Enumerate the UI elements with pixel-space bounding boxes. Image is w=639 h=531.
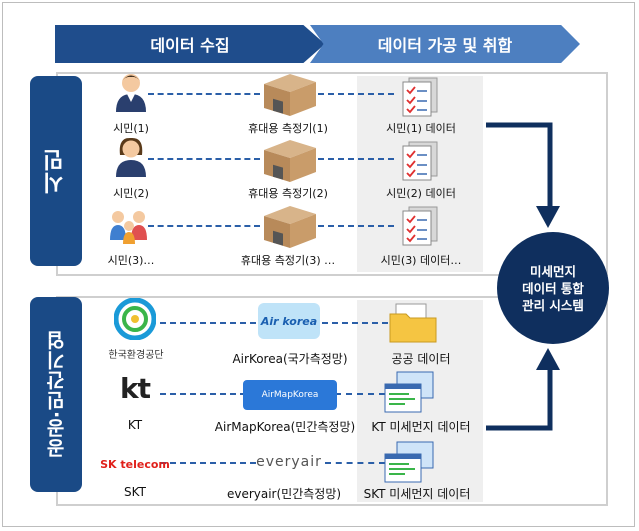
- code-window-icon: [384, 441, 434, 483]
- airkorea-logo: Air korea: [258, 303, 320, 339]
- dash-line: [318, 93, 394, 95]
- collect-label: 데이터 수집: [150, 36, 230, 55]
- dash-line: [322, 322, 388, 324]
- citizen-man-icon: [116, 74, 146, 112]
- system-line3: 관리 시스템: [522, 297, 584, 313]
- source-label: everyair(민간측정망): [226, 487, 342, 501]
- data-label: 시민(1) 데이터: [386, 122, 456, 135]
- dash-line: [335, 393, 385, 395]
- dash-line: [148, 225, 260, 227]
- code-window-icon: [384, 371, 434, 413]
- person-label: 시민(1): [113, 122, 149, 135]
- collect-banner: 데이터 수집: [55, 25, 325, 63]
- integrated-system-circle: 미세먼지 데이터 통합 관리 시스템: [497, 232, 609, 344]
- sk-telecom-logo: SK telecom: [100, 458, 170, 471]
- outer-frame: [2, 2, 635, 527]
- everyair-logo: everyair: [256, 454, 322, 470]
- source-label: AirKorea(국가측정망): [232, 352, 348, 366]
- data-label: KT 미세먼지 데이터: [371, 420, 471, 434]
- org-logo-text: 한국환경공단: [108, 350, 164, 361]
- airkorea-logo-text: Air korea: [260, 314, 318, 328]
- dash-line: [160, 393, 256, 395]
- device-label: 휴대용 측정기(3) …: [240, 254, 336, 267]
- org-label: KT: [127, 418, 143, 432]
- dash-line: [148, 158, 260, 160]
- data-label: 시민(3) 데이터…: [380, 254, 462, 267]
- document-checklist-icon: [402, 141, 438, 181]
- dash-line: [160, 462, 256, 464]
- airmapkorea-logo-text: AirMapKorea: [261, 390, 319, 400]
- data-label: 공공 데이터: [391, 352, 451, 366]
- data-label: 시민(2) 데이터: [386, 187, 456, 200]
- document-checklist-icon: [402, 77, 438, 117]
- public-side-label: 공공·민간기업: [30, 297, 82, 492]
- citizen-side-label: 시민: [30, 76, 82, 266]
- person-label: 시민(3)…: [107, 254, 155, 267]
- public-label: 공공·민간기업: [45, 330, 68, 459]
- folder-icon: [389, 303, 437, 343]
- portable-sensor-icon: [264, 206, 316, 248]
- system-line1: 미세먼지: [529, 263, 576, 279]
- citizen-label: 시민: [43, 148, 68, 194]
- dash-line: [160, 322, 256, 324]
- dash-line: [325, 462, 385, 464]
- person-label: 시민(2): [113, 187, 149, 200]
- process-banner: 데이터 가공 및 취합: [310, 25, 580, 63]
- data-label: SKT 미세먼지 데이터: [363, 487, 471, 501]
- org-label: SKT: [124, 485, 146, 499]
- airmapkorea-logo: AirMapKorea: [243, 380, 337, 410]
- document-checklist-icon: [402, 206, 438, 246]
- dash-line: [318, 225, 394, 227]
- system-line2: 데이터 통합: [522, 280, 584, 296]
- portable-sensor-icon: [264, 140, 316, 182]
- korea-env-corp-logo-icon: [114, 298, 156, 340]
- citizen-woman-icon: [116, 137, 146, 177]
- flow-arrows: [486, 122, 560, 431]
- device-label: 휴대용 측정기(1): [248, 122, 328, 135]
- citizen-panel: [56, 72, 608, 276]
- dash-line: [318, 158, 394, 160]
- process-label: 데이터 가공 및 취합: [377, 36, 513, 55]
- family-icon: [110, 211, 147, 244]
- device-label: 휴대용 측정기(2): [248, 187, 328, 200]
- kt-logo: kt: [119, 372, 151, 405]
- source-label: AirMapKorea(민간측정망): [214, 420, 356, 434]
- portable-sensor-icon: [264, 74, 316, 116]
- dash-line: [148, 93, 260, 95]
